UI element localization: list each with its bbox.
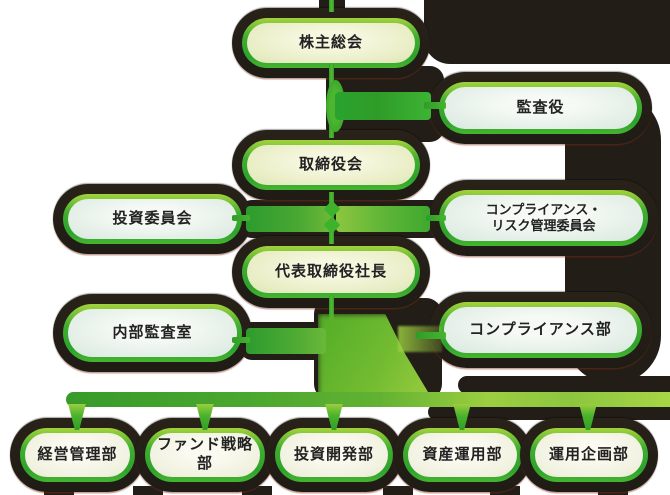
connector-compliance-soft-bar xyxy=(398,326,442,352)
connector-crc-bar xyxy=(336,206,430,232)
node-ring: コンプライアンス部 xyxy=(439,302,642,358)
node-ring: コンプライアンス・ リスク管理委員会 xyxy=(439,190,648,246)
node-investment-committee: 投資委員会 xyxy=(53,184,252,254)
node-ring: 代表取締役社長 xyxy=(242,246,420,298)
node-label-compliance-risk-committee: コンプライアンス・ リスク管理委員会 xyxy=(444,195,643,241)
node-ring: 経営管理部 xyxy=(20,428,135,482)
node-label-shareholders: 株主総会 xyxy=(247,23,415,63)
node-president: 代表取締役社長 xyxy=(232,236,430,308)
connector-president-down-line xyxy=(329,296,334,322)
label-line-2: リスク管理委員会 xyxy=(491,218,596,233)
node-label-investment-committee: 投資委員会 xyxy=(68,199,237,239)
node-ring: 株主総会 xyxy=(242,18,420,68)
connector-auditor-bar xyxy=(335,92,431,120)
node-dept-investment-dev: 投資開発部 xyxy=(265,418,403,492)
node-label-internal-audit-office: 内部監査室 xyxy=(68,309,237,357)
connector-investment-bar xyxy=(246,206,332,232)
node-board: 取締役会 xyxy=(232,130,430,200)
node-label-dept-management: 経営管理部 xyxy=(25,433,130,477)
node-auditor: 監査役 xyxy=(429,72,652,144)
tube-foot xyxy=(133,486,163,495)
tube-right-band-upper xyxy=(458,376,670,394)
tube-right-band-lower xyxy=(428,404,670,420)
connector-compliance-tip xyxy=(416,332,446,339)
node-label-dept-planning: 運用企画部 xyxy=(535,433,643,477)
node-shareholders: 株主総会 xyxy=(232,8,430,78)
node-label-compliance-department: コンプライアンス部 xyxy=(444,307,637,353)
connector-crc-tip xyxy=(426,215,446,221)
node-ring: 投資委員会 xyxy=(63,194,242,244)
node-label-auditor: 監査役 xyxy=(444,87,637,129)
node-internal-audit-office: 内部監査室 xyxy=(53,294,252,372)
node-ring: 資産運用部 xyxy=(403,428,522,482)
node-label-dept-investment-dev: 投資開発部 xyxy=(280,433,388,477)
node-ring: 運用企画部 xyxy=(530,428,648,482)
connector-auditor-tip xyxy=(424,102,446,109)
connector-distribution-bar xyxy=(66,392,670,407)
node-ring: 投資開発部 xyxy=(275,428,393,482)
node-ring: 内部監査室 xyxy=(63,304,242,362)
label-line-1: コンプライアンス・ xyxy=(485,201,602,217)
node-compliance-risk-committee: コンプライアンス・ リスク管理委員会 xyxy=(429,180,658,256)
node-ring: ファンド戦略部 xyxy=(145,428,265,482)
node-label-board: 取締役会 xyxy=(247,145,415,185)
node-label-dept-asset-mgmt: 資産運用部 xyxy=(408,433,517,477)
node-dept-management: 経営管理部 xyxy=(10,418,145,492)
node-compliance-department: コンプライアンス部 xyxy=(429,292,652,368)
connector-internal-audit-bar xyxy=(246,328,326,354)
node-dept-asset-mgmt: 資産運用部 xyxy=(393,418,532,492)
node-label-dept-fund-strategy: ファンド戦略部 xyxy=(150,433,260,477)
connector-top-edge-line xyxy=(329,0,334,12)
node-ring: 監査役 xyxy=(439,82,642,134)
node-label-president: 代表取締役社長 xyxy=(247,251,415,293)
node-dept-fund-strategy: ファンド戦略部 xyxy=(135,418,275,492)
tube-foot xyxy=(242,486,272,495)
connector-investment-tip xyxy=(232,215,250,221)
connector-internal-audit-tip xyxy=(232,337,250,343)
tube-top-right xyxy=(424,0,670,64)
node-ring: 取締役会 xyxy=(242,140,420,190)
node-dept-planning: 運用企画部 xyxy=(520,418,658,492)
tube-foot xyxy=(383,486,413,495)
